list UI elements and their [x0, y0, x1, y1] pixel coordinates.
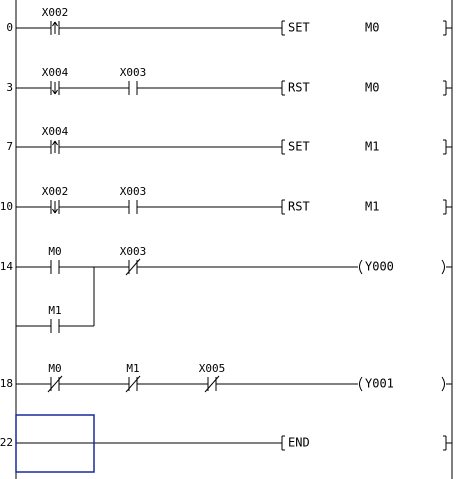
- instruction-name: SET: [288, 21, 310, 35]
- contact-device-label: M1: [48, 304, 61, 317]
- instruction-name: RST: [288, 200, 310, 214]
- contact-nc: X003: [120, 245, 147, 276]
- instruction-name: RST: [288, 81, 310, 95]
- contact-device-label: M0: [48, 362, 61, 375]
- pulse-arrow-head-l: [52, 140, 56, 146]
- contact-nc-slash: [204, 375, 220, 393]
- coil-close-paren: [441, 259, 445, 275]
- coil-device: Y001: [365, 377, 394, 391]
- rung-22: 22 END: [0, 414, 452, 473]
- contact-device-label: X004: [42, 125, 69, 138]
- contact-pulse-falling: X004: [42, 66, 69, 95]
- step-number: 0: [6, 21, 13, 34]
- instruction-name: SET: [288, 140, 310, 154]
- contact-nc-slash: [47, 375, 63, 393]
- contact-device-label: X002: [42, 185, 69, 198]
- contact-pulse-falling: X002: [42, 185, 69, 214]
- contact-device-label: X003: [120, 245, 147, 258]
- step-number: 14: [0, 260, 13, 273]
- rung-7: 7 SET M1 X004: [6, 125, 452, 155]
- contact-pulse-rising: X004: [42, 125, 69, 154]
- pulse-arrow-head-r: [54, 21, 58, 27]
- pulse-arrow-head-r: [54, 140, 58, 146]
- pulse-arrow-head-r: [54, 89, 58, 95]
- contact-no: X003: [120, 66, 147, 95]
- editor-cursor: [15, 414, 95, 473]
- step-number: 7: [6, 140, 13, 153]
- contact-pulse-rising: X002: [42, 6, 69, 35]
- contact-device-label: X004: [42, 66, 69, 79]
- rung-3: 3 RST M0 X004 X003: [6, 66, 452, 96]
- step-number: 22: [0, 436, 13, 449]
- contact-device-label: M0: [48, 245, 61, 258]
- rung-0: 0 SET M0 X002: [6, 6, 452, 36]
- coil-open-paren: [359, 259, 363, 275]
- contact-nc-slash: [125, 258, 141, 276]
- instruction-name: END: [288, 436, 310, 450]
- pulse-arrow-head-l: [52, 208, 56, 214]
- contact-device-label: X005: [199, 362, 226, 375]
- contact-device-label: X003: [120, 185, 147, 198]
- step-number: 3: [6, 81, 13, 94]
- pulse-arrow-head-r: [54, 208, 58, 214]
- instruction-operand: M0: [365, 81, 379, 95]
- contact-nc: M1: [125, 362, 141, 393]
- coil-close-paren: [441, 376, 445, 392]
- step-number: 18: [0, 377, 13, 390]
- pulse-arrow-head-l: [52, 21, 56, 27]
- contact-nc: X005: [199, 362, 226, 393]
- contact-device-label: M1: [126, 362, 139, 375]
- contact-nc: M0: [47, 362, 63, 393]
- contact-device-label: X003: [120, 66, 147, 79]
- pulse-arrow-head-l: [52, 89, 56, 95]
- contact-no: M1: [48, 304, 62, 333]
- instruction-operand: M1: [365, 140, 379, 154]
- rung-18: 18 Y001 M0 M1 X005: [0, 362, 452, 393]
- contact-device-label: X002: [42, 6, 69, 19]
- contact-no: M0: [48, 245, 62, 274]
- coil-open-paren: [359, 376, 363, 392]
- step-number: 10: [0, 200, 13, 213]
- contact-no: X003: [120, 185, 147, 214]
- instruction-operand: M0: [365, 21, 379, 35]
- rung-10: 10 RST M1 X002 X003: [0, 185, 452, 215]
- contact-nc-slash: [125, 375, 141, 393]
- coil-device: Y000: [365, 260, 394, 274]
- instruction-operand: M1: [365, 200, 379, 214]
